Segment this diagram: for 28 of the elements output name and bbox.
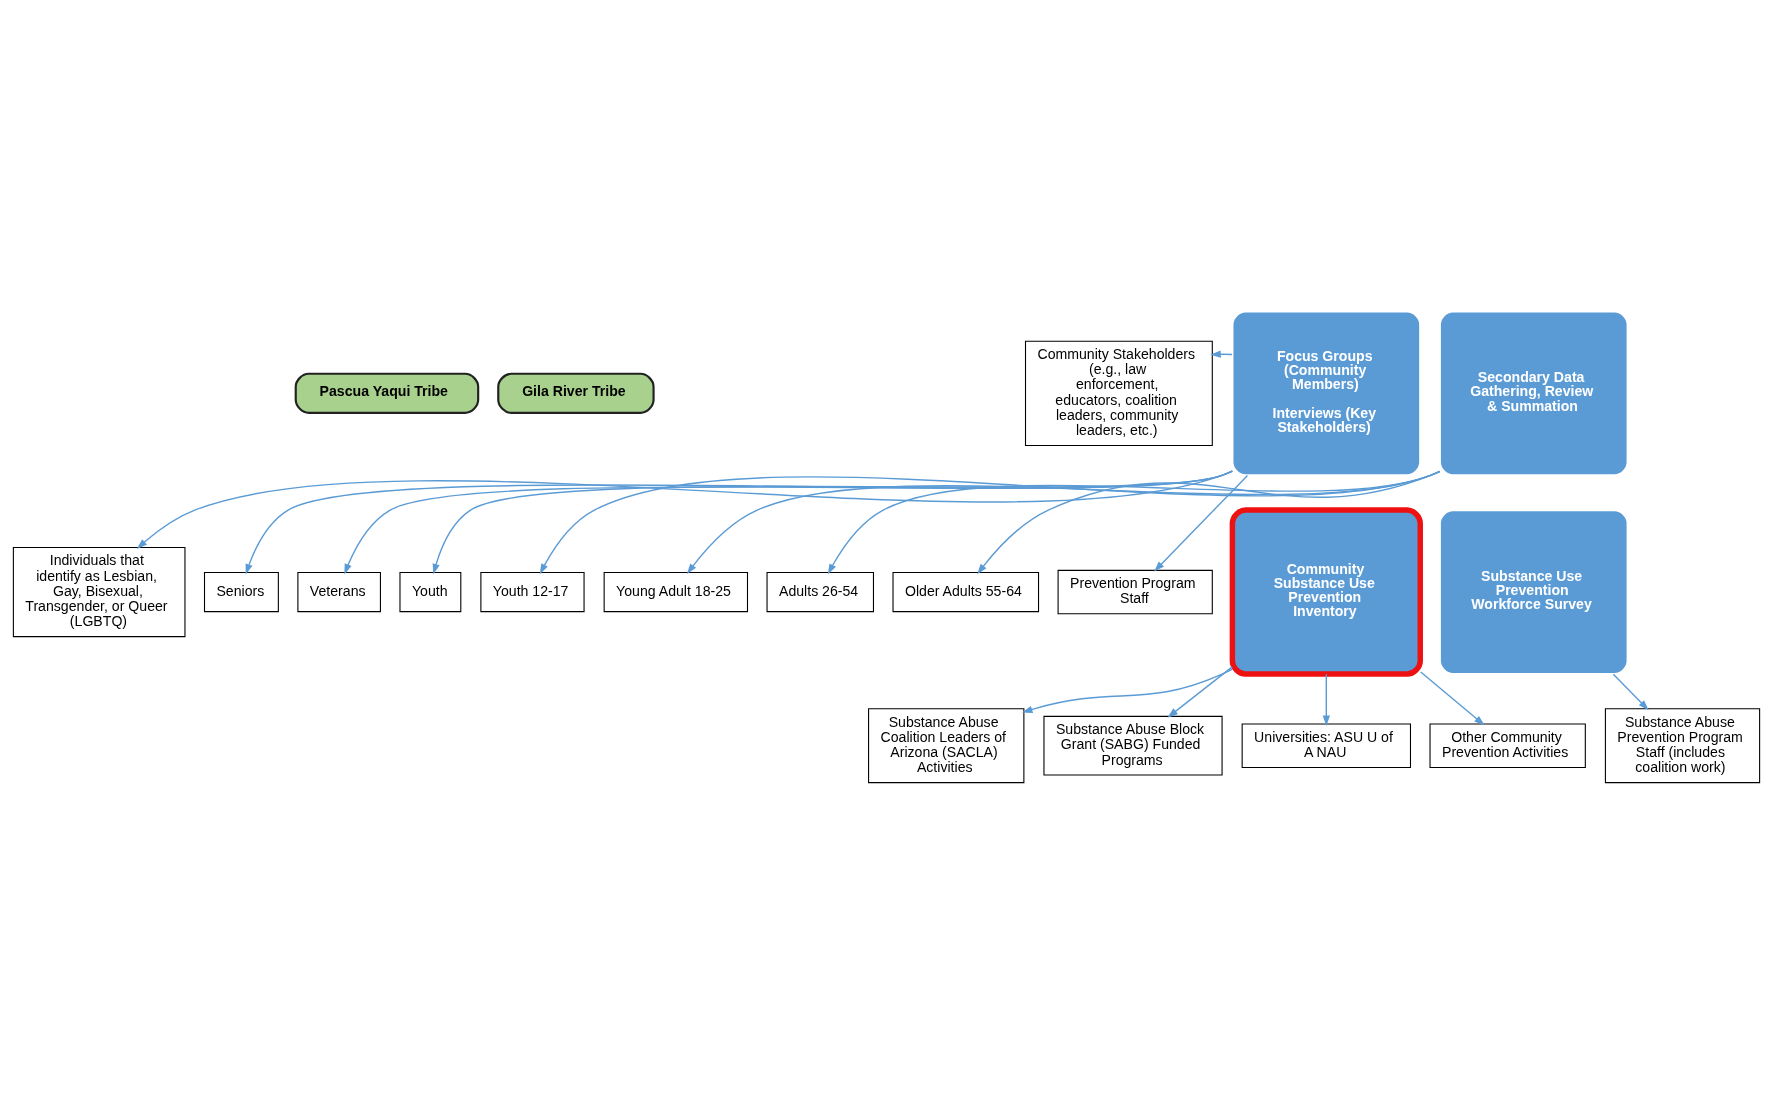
node-box: Individuals that identify as Lesbian, Gay, Bisexual, Transgender, or Queer (LGBTQ) — [12, 546, 186, 637]
node-box: Veterans — [297, 571, 381, 612]
arrow — [539, 470, 1441, 574]
node-box: Gila River Tribe — [497, 372, 655, 414]
node-box: Community Substance Use Prevention Inventory — [1229, 506, 1423, 677]
node-box: Universities: ASU U of A NAU — [1241, 722, 1412, 768]
node-box: Other Community Prevention Activities — [1429, 722, 1586, 768]
arrow — [1420, 670, 1485, 725]
node-box: Young Adult 18-25 — [603, 571, 749, 612]
node-box: Pascua Yaqui Tribe — [294, 372, 480, 414]
node-box: Substance Use Prevention Workforce Survey — [1438, 508, 1629, 675]
node-box: Substance Abuse Coalition Leaders of Arizona (SACLA) Activities — [868, 707, 1025, 783]
arrow — [1612, 673, 1649, 710]
node-box: Prevention Program Staff — [1057, 569, 1213, 614]
node-box: Substance Abuse Prevention Program Staff (includes coalition work) — [1604, 707, 1761, 783]
node-box: Substance Abuse Block Grant (SABG) Funded Programs — [1043, 715, 1223, 776]
node-box: Secondary Data Gathering, Review & Summation — [1438, 309, 1629, 476]
node-box: Youth 12-17 — [480, 571, 585, 612]
node-box: Youth — [399, 571, 462, 612]
node-box: Focus Groups (Community Members) Interviews (Key Stakeholders) — [1231, 309, 1422, 476]
arrow — [1167, 665, 1233, 718]
node-box: Older Adults 55-64 — [892, 571, 1040, 612]
arrow — [1322, 673, 1330, 726]
node-box: Seniors — [203, 571, 279, 612]
node-box: Community Stakeholders (e.g., law enforcement, educators, coalition leaders, community leaders, etc.) — [1024, 340, 1213, 446]
node-box: Adults 26-54 — [766, 571, 874, 612]
arrow — [1154, 474, 1249, 571]
arrow — [1022, 667, 1234, 713]
